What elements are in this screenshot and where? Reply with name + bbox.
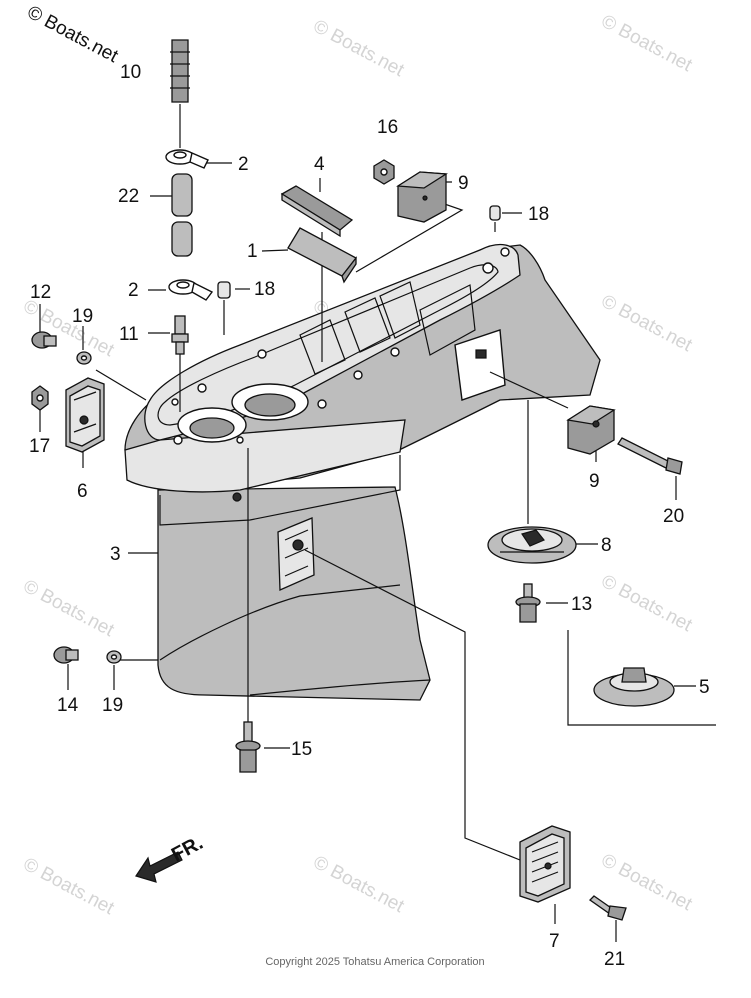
part-label-12: 12: [30, 282, 51, 303]
watermark: © Boats.net: [20, 296, 118, 362]
part-20-bolt: [617, 437, 683, 475]
forward-arrow-icon: [135, 851, 183, 883]
part-label-6: 6: [77, 481, 88, 502]
part-label-14: 14: [57, 695, 79, 716]
part-12-bolt: [31, 331, 57, 349]
part-label-3: 3: [110, 544, 121, 565]
part-13-bolt: [515, 583, 541, 623]
part-label-17: 17: [29, 436, 50, 457]
part-label-4: 4: [314, 154, 325, 175]
watermark: © Boats.net: [20, 854, 118, 920]
part-2-clip-top: [165, 149, 209, 169]
part-2-clip-mid: [168, 279, 214, 301]
part-label-9: 9: [589, 471, 600, 492]
part-label-1: 1: [247, 241, 258, 262]
part-label-19: 19: [72, 306, 93, 327]
part-label-19: 19: [102, 695, 123, 716]
part-8-trim-tab: [487, 526, 577, 564]
part-label-16: 16: [377, 117, 398, 138]
part-1-plate: [287, 227, 357, 284]
part-21-screw: [588, 895, 627, 921]
part-label-8: 8: [601, 535, 612, 556]
watermark-group: © Boats.net © Boats.net © Boats.net © Bo…: [20, 11, 696, 920]
watermark: © Boats.net: [310, 16, 408, 82]
part-15-bolt: [235, 721, 261, 773]
part-19-washer: [76, 351, 92, 365]
gear-case: [124, 243, 601, 701]
part-17-nut: [31, 385, 49, 411]
part-16-nut: [373, 159, 395, 185]
watermark-main: © Boats.net: [24, 2, 122, 68]
part-18-pin-top: [489, 205, 501, 221]
part-labels: 10 2 22 4 1 16 9 18 2 18 11 12 19 17 6 3…: [29, 62, 710, 970]
part-label-18: 18: [254, 279, 275, 300]
part-label-11: 11: [119, 324, 139, 345]
part-9-anode-right: [566, 405, 616, 455]
watermark: © Boats.net: [598, 571, 696, 637]
copyright-text: Copyright 2025 Tohatsu America Corporati…: [265, 956, 484, 968]
part-11-nipple: [171, 315, 189, 355]
part-label-22: 22: [118, 186, 139, 207]
part-19-washer-lower: [106, 650, 122, 664]
watermark: © Boats.net: [20, 576, 118, 642]
part-18-pin-mid: [217, 281, 231, 299]
part-label-18: 18: [528, 204, 549, 225]
watermark: © Boats.net: [598, 11, 696, 77]
part-22-hose: [171, 173, 193, 257]
part-label-13: 13: [571, 594, 592, 615]
part-label-7: 7: [549, 931, 560, 952]
part-label-20: 20: [663, 506, 684, 527]
part-4-block: [280, 185, 354, 238]
part-14-bolt: [53, 646, 79, 664]
part-label-15: 15: [291, 739, 312, 760]
part-label-2: 2: [238, 154, 249, 175]
part-6-cover: [65, 377, 105, 453]
part-7-intake-cover: [519, 825, 571, 903]
watermark: © Boats.net: [310, 852, 408, 918]
part-label-10: 10: [120, 62, 141, 83]
watermark: © Boats.net: [598, 291, 696, 357]
part-9-anode-upper: [396, 171, 448, 223]
part-label-9: 9: [458, 173, 469, 194]
part-label-21: 21: [604, 949, 625, 970]
part-label-5: 5: [699, 677, 710, 698]
part-label-2: 2: [128, 280, 139, 301]
part-5-anode-disc: [593, 667, 675, 707]
part-10-nipple: [170, 39, 190, 103]
